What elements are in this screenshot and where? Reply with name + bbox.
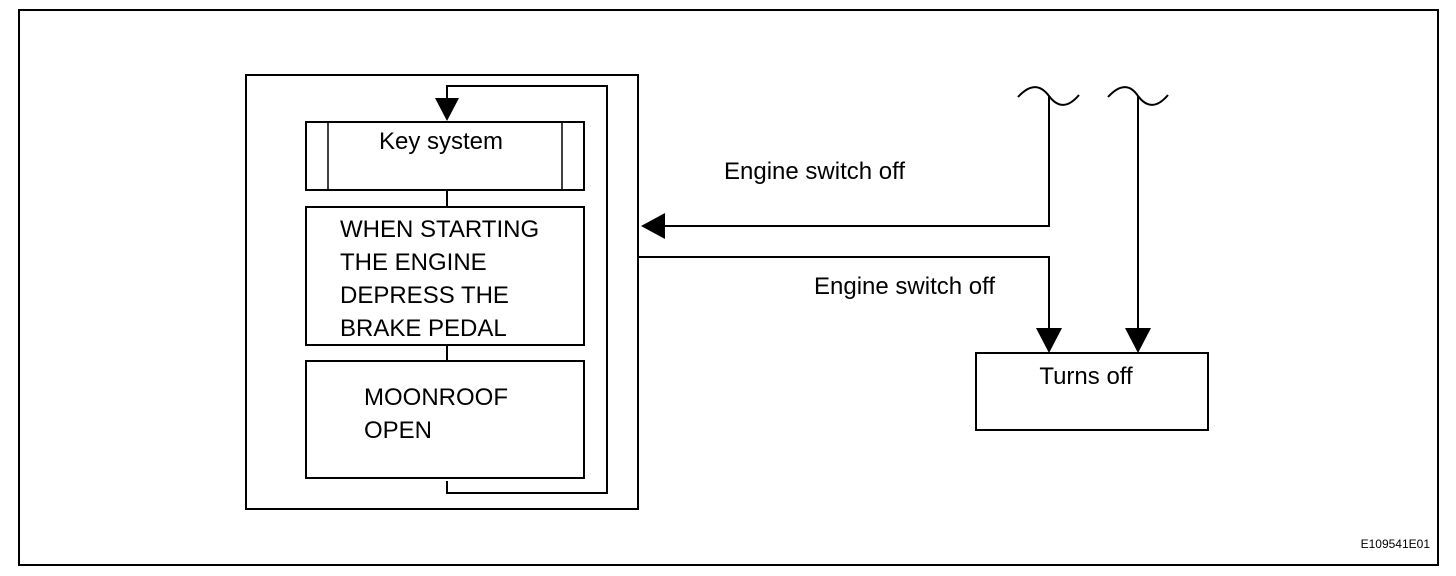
signal-line-lower — [638, 256, 1050, 330]
engine-switch-off-upper-label: Engine switch off — [724, 158, 905, 185]
arrow-into-display — [641, 213, 665, 239]
starting-message-box: WHEN STARTING THE ENGINE DEPRESS THE BRA… — [305, 206, 585, 346]
moonroof-message-box: MOONROOF OPEN — [305, 360, 585, 479]
key-system-box: Key system — [305, 121, 585, 191]
key-system-label: Key system — [379, 128, 503, 155]
starting-line-4: BRAKE PEDAL — [340, 315, 507, 342]
message-loop-line — [446, 85, 608, 494]
starting-line-3: DEPRESS THE — [340, 282, 509, 309]
engine-switch-off-lower-label: Engine switch off — [814, 273, 995, 300]
moonroof-line-1: MOONROOF — [364, 384, 508, 411]
turns-off-label: Turns off — [1039, 363, 1133, 390]
loop-arrowhead — [435, 98, 459, 121]
figure-id: E109541E01 — [1361, 537, 1431, 551]
outer-frame — [18, 9, 1439, 566]
display-panel — [245, 74, 639, 510]
arrow-into-turns-off-2 — [1125, 328, 1151, 353]
arrow-into-turns-off-1 — [1036, 328, 1062, 353]
starting-line-1: WHEN STARTING — [340, 216, 539, 243]
signal-line-upper — [664, 96, 1050, 227]
moonroof-line-2: OPEN — [364, 417, 432, 444]
turns-off-box: Turns off — [975, 352, 1209, 431]
starting-line-2: THE ENGINE — [340, 249, 487, 276]
